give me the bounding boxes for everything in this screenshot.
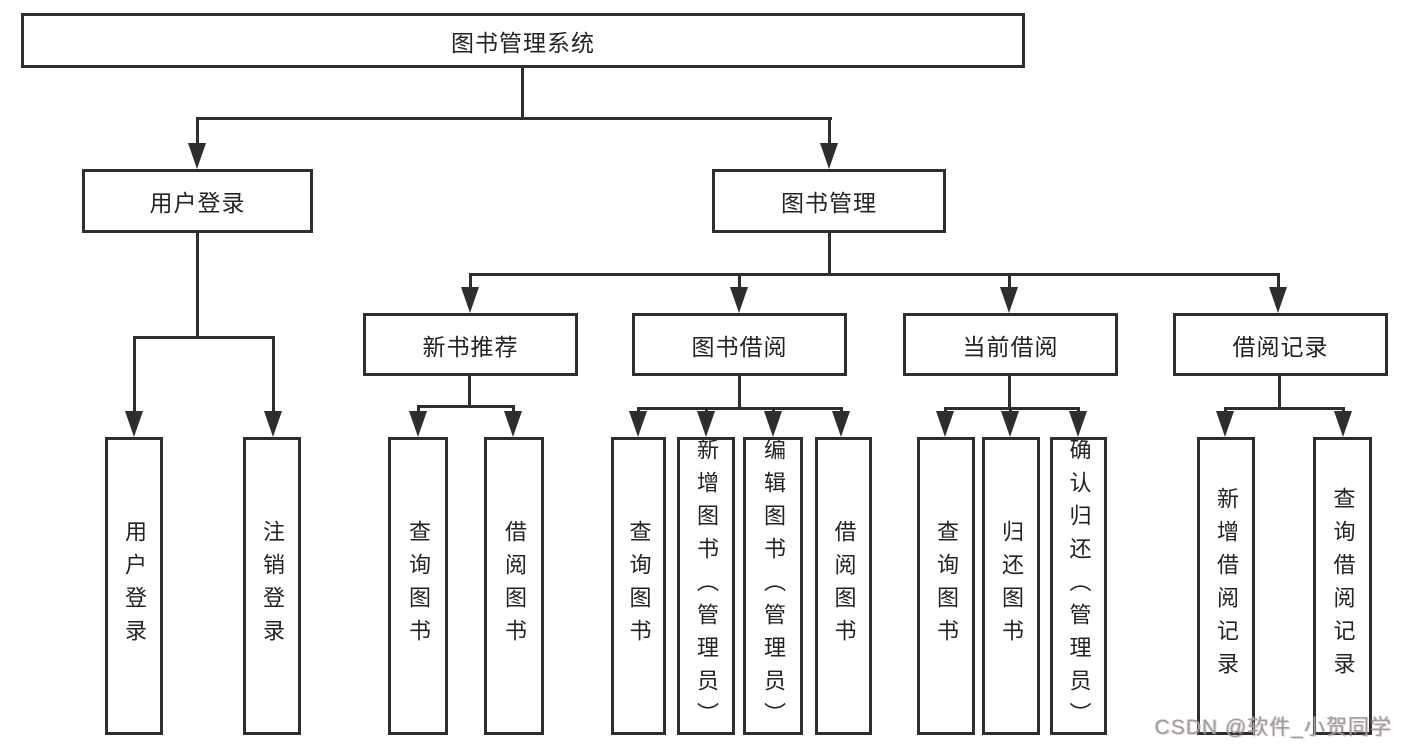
connector-current-borrow-bar (944, 407, 1080, 410)
node-label: 归还图书 (999, 520, 1024, 652)
arrow-down-icon (629, 411, 647, 437)
node-label: 借阅图书 (502, 520, 527, 652)
node-label: 借阅记录 (1232, 333, 1329, 360)
arrow-down-icon (697, 411, 715, 437)
arrow-down-icon (820, 143, 838, 169)
leaf-return-books: 归还图书 (982, 437, 1040, 735)
node-label: 编辑图书（管理员） (761, 437, 786, 735)
arrow-down-icon (504, 411, 522, 437)
node-label: 用户登录 (122, 520, 147, 652)
arrow-down-icon (764, 411, 782, 437)
arrow-down-icon (264, 411, 282, 437)
arrow-down-icon (1269, 287, 1287, 313)
node-label: 查询图书 (934, 520, 959, 652)
csdn-watermark: CSDN @软件_小贺同学 (1154, 716, 1392, 739)
connector-arrow-stem (738, 273, 741, 289)
node-label: 借阅图书 (831, 520, 857, 652)
connector-arrow-stem (512, 405, 515, 415)
node-label: 图书管理 (781, 190, 877, 216)
leaf-borrow-books: 借阅图书 (815, 437, 872, 735)
connector-records-bar (1224, 407, 1344, 410)
connector-current-borrow-stem (1008, 376, 1011, 409)
node-label: 用户登录 (149, 190, 246, 216)
arrow-down-icon (1000, 287, 1018, 313)
leaf-logout: 注销登录 (243, 437, 301, 735)
node-library-management-system: 图书管理系统 (21, 13, 1025, 68)
node-label: 图书借阅 (691, 333, 788, 360)
node-label: 查询图书 (406, 520, 431, 652)
node-label: 新增图书（管理员） (694, 437, 719, 735)
connector-book-mgmt-bar (469, 273, 1280, 276)
leaf-user-login: 用户登录 (105, 437, 163, 735)
connector-arrow-stem (133, 336, 136, 413)
leaf-add-books-admin: 新增图书（管理员） (677, 437, 735, 735)
connector-book-borrow-stem (738, 376, 741, 409)
node-user-login: 用户登录 (82, 169, 313, 233)
leaf-edit-books-admin: 编辑图书（管理员） (743, 437, 803, 735)
node-current-borrowing: 当前借阅 (903, 313, 1118, 376)
connector-arrow-stem (272, 336, 275, 413)
connector-arrow-stem (1008, 273, 1011, 289)
node-label: 确认归还（管理员） (1066, 437, 1092, 735)
arrow-down-icon (936, 411, 954, 437)
leaf-query-borrow-record: 查询借阅记录 (1313, 437, 1372, 735)
connector-arrow-stem (196, 117, 199, 147)
arrow-down-icon (188, 143, 206, 169)
node-book-borrowing: 图书借阅 (632, 313, 847, 376)
node-label: 查询图书 (626, 520, 652, 652)
connector-user-login-bar (133, 336, 275, 339)
leaf-query-books-borrowing: 查询图书 (611, 437, 666, 735)
arrow-down-icon (730, 287, 748, 313)
arrow-down-icon (461, 287, 479, 313)
arrow-down-icon (125, 411, 143, 437)
arrow-down-icon (409, 411, 427, 437)
connector-book-borrow-bar (637, 407, 842, 410)
leaf-query-books-current: 查询图书 (917, 437, 975, 735)
node-label: 注销登录 (260, 520, 285, 652)
leaf-add-borrow-record: 新增借阅记录 (1197, 437, 1255, 735)
node-label: 新增借阅记录 (1214, 487, 1239, 685)
connector-new-book-bar (417, 405, 515, 408)
node-borrowing-records: 借阅记录 (1173, 313, 1388, 376)
connector-new-book-stem (468, 376, 471, 408)
connector-root-stem (521, 68, 524, 118)
connector-book-mgmt-stem (828, 233, 831, 275)
leaf-confirm-return-admin: 确认归还（管理员） (1050, 437, 1107, 735)
connector-root-bar (196, 117, 832, 120)
arrow-down-icon (1216, 411, 1234, 437)
connector-arrow-stem (828, 117, 831, 147)
arrow-down-icon (1001, 411, 1019, 437)
connector-arrow-stem (1277, 273, 1280, 289)
leaf-query-books-recommend: 查询图书 (388, 437, 448, 735)
arrow-down-icon (832, 411, 850, 437)
connector-arrow-stem (469, 273, 472, 289)
connector-user-login-stem (196, 233, 199, 338)
node-new-book-recommend: 新书推荐 (363, 313, 578, 376)
connector-records-stem (1278, 376, 1281, 409)
node-label: 查询借阅记录 (1330, 487, 1356, 685)
node-label: 新书推荐 (422, 333, 519, 360)
node-label: 图书管理系统 (451, 29, 595, 56)
arrow-down-icon (1334, 411, 1352, 437)
connector-arrow-stem (417, 405, 420, 415)
arrow-down-icon (1069, 411, 1087, 437)
node-book-management: 图书管理 (712, 169, 946, 233)
node-label: 当前借阅 (962, 333, 1059, 360)
leaf-borrow-books-recommend: 借阅图书 (484, 437, 544, 735)
